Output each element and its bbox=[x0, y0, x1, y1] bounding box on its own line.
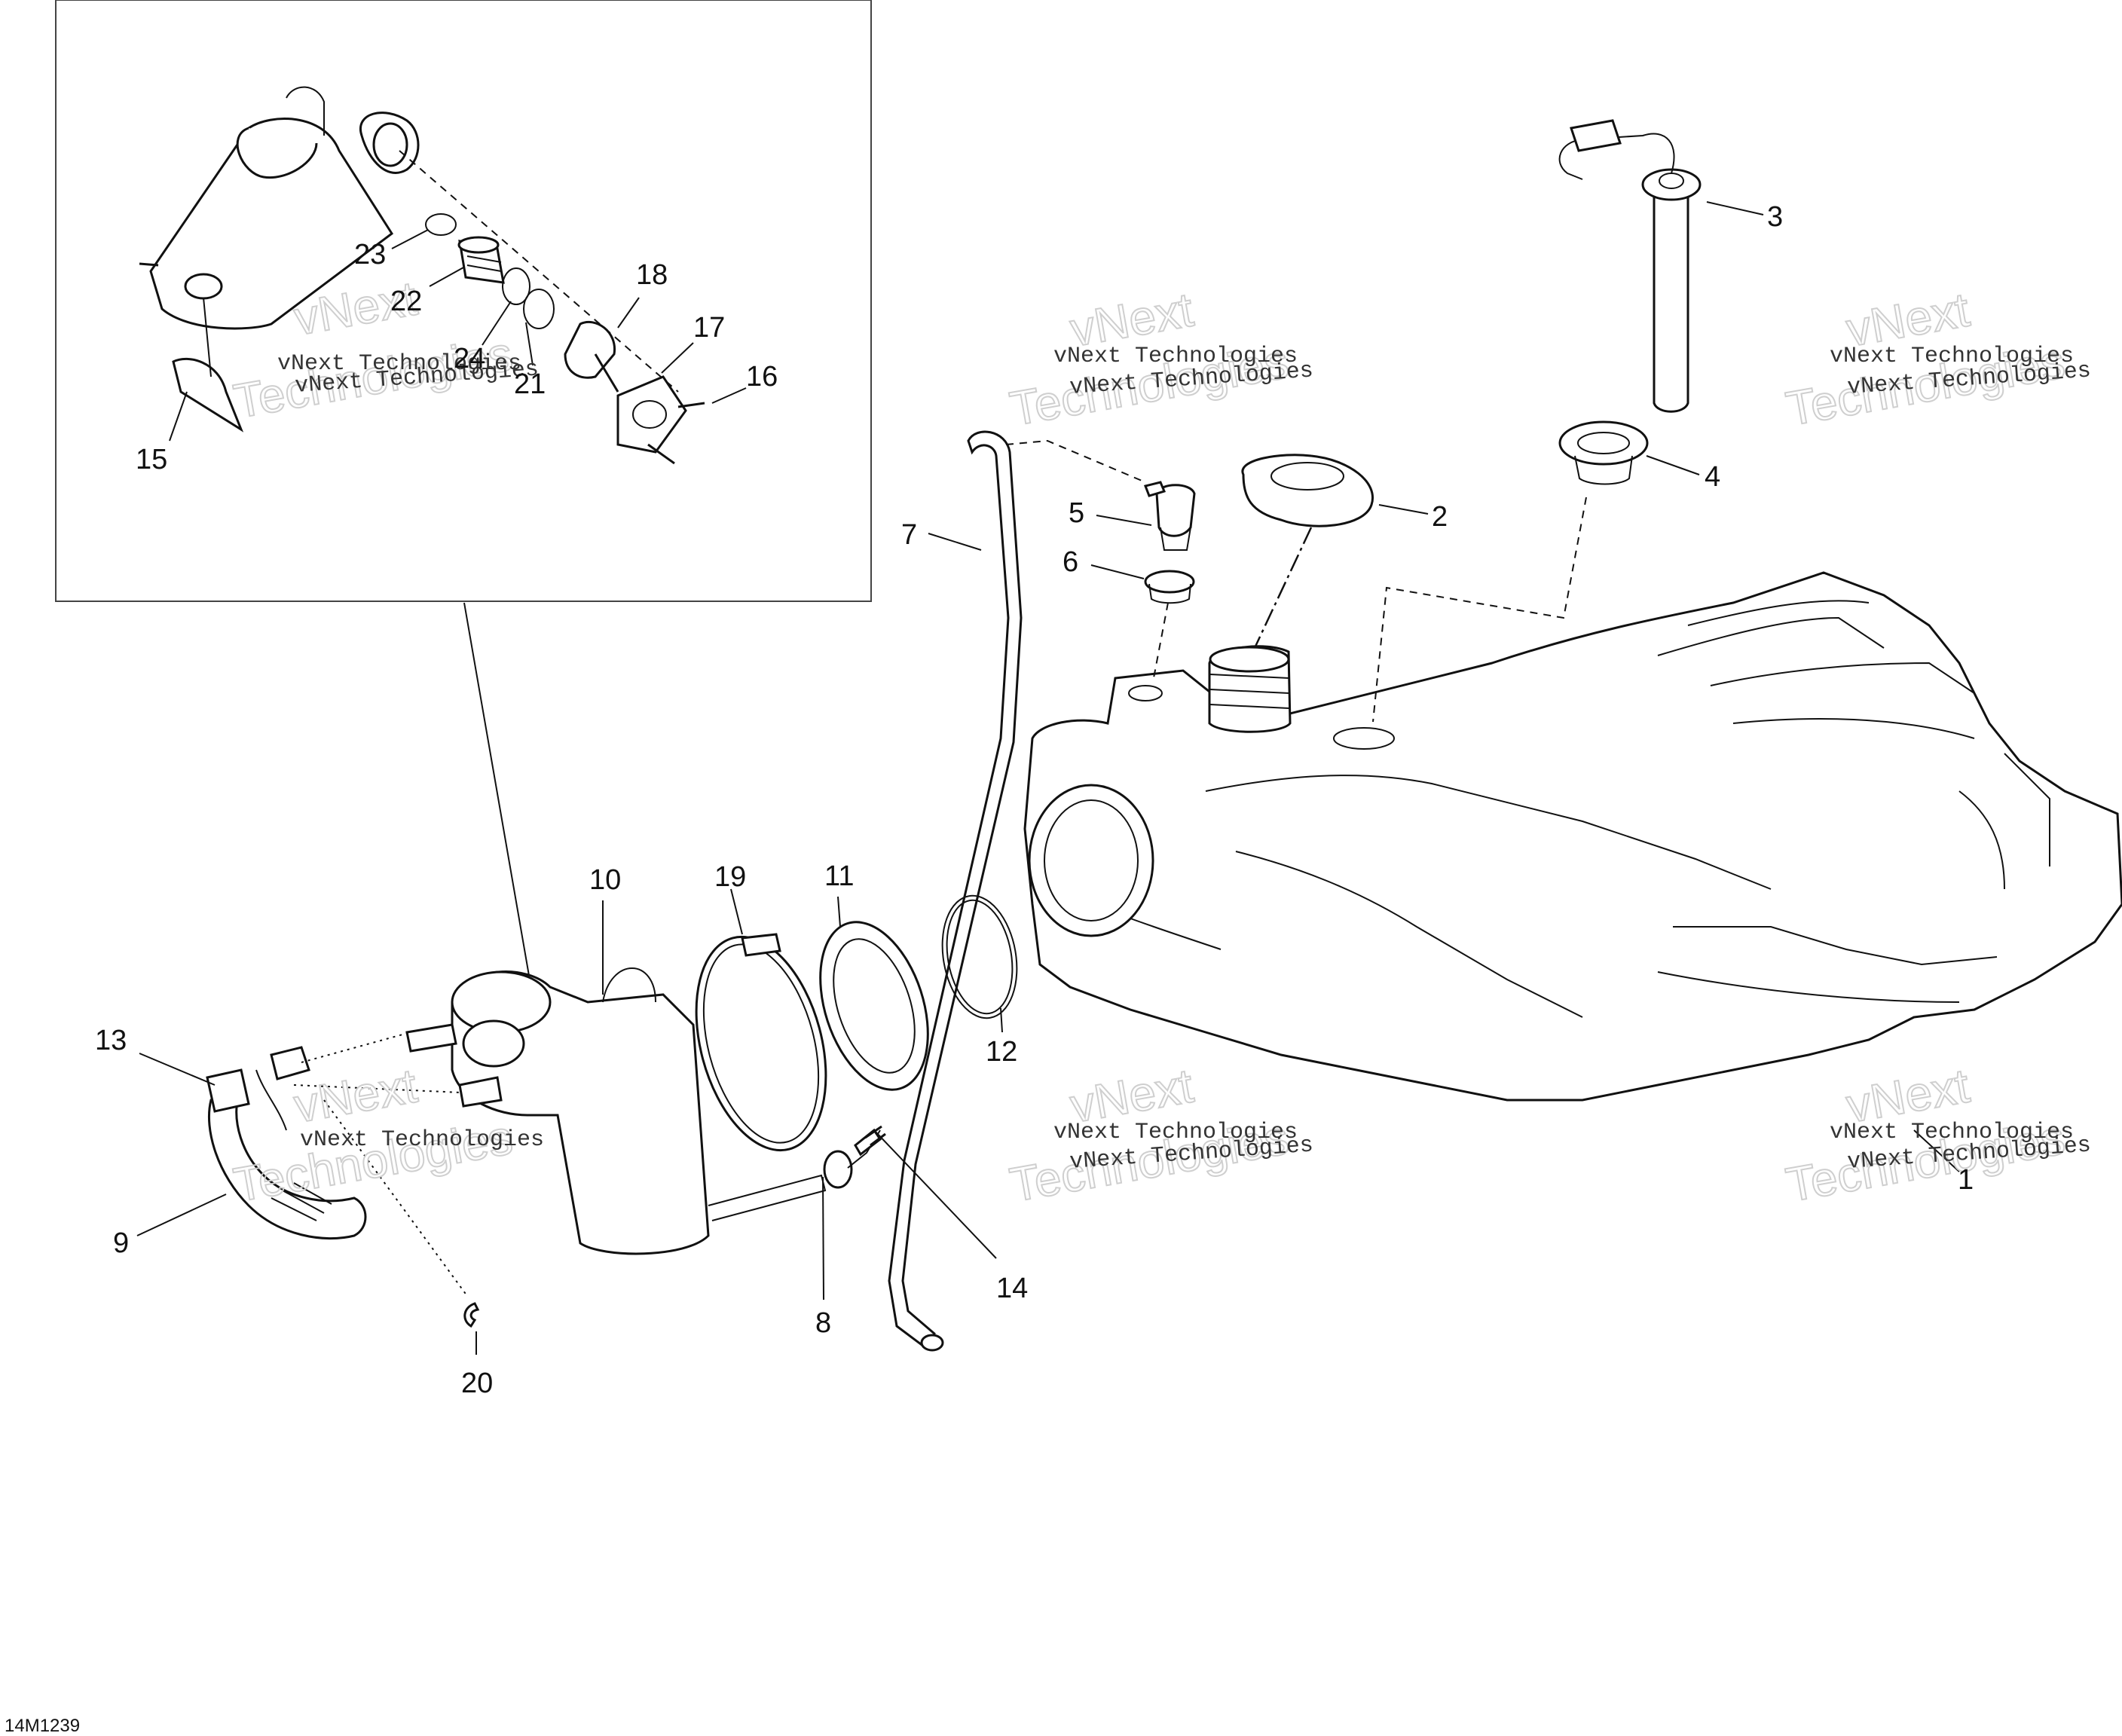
callout-21: 21 bbox=[514, 368, 546, 400]
watermark-line-2: vNext Technologies bbox=[1053, 344, 1298, 369]
part-3-fuel-level-sender bbox=[1558, 119, 1702, 413]
callout-4: 4 bbox=[1705, 461, 1720, 493]
callout-6: 6 bbox=[1063, 546, 1078, 578]
part-6-grommet bbox=[1144, 570, 1195, 604]
part-7-vent-hose bbox=[888, 430, 1023, 1351]
part-17-gasket-hole bbox=[632, 400, 667, 429]
watermark-line-4: vNext Technologies bbox=[300, 1127, 544, 1153]
callout-9: 9 bbox=[113, 1227, 129, 1259]
watermark-line-1: vNext Technologies bbox=[277, 351, 521, 377]
callout-3: 3 bbox=[1767, 201, 1783, 233]
callout-14: 14 bbox=[996, 1273, 1028, 1304]
callout-13: 13 bbox=[95, 1025, 127, 1056]
part-23-o-ring bbox=[425, 213, 457, 236]
part-20-clip bbox=[463, 1302, 480, 1328]
callout-17: 17 bbox=[693, 312, 725, 344]
callout-18: 18 bbox=[636, 259, 668, 291]
part-12-o-ring-inner bbox=[946, 899, 1014, 1015]
callout-labels: 1 2 3 4 5 6 7 8 9 10 11 12 13 14 15 16 1… bbox=[95, 201, 1974, 1399]
callout-10: 10 bbox=[589, 864, 621, 896]
part-7-hose-end bbox=[920, 1334, 944, 1352]
diagram-reference-code: 14M1239 bbox=[5, 1716, 80, 1736]
part-24-o-ring bbox=[502, 267, 530, 305]
part-11-lock-ring bbox=[819, 921, 929, 1091]
callout-23: 23 bbox=[354, 239, 386, 270]
vent-valve-axis bbox=[1152, 602, 1169, 683]
part-17-gasket-plate bbox=[616, 375, 687, 454]
watermark-line-3: vNext Technologies bbox=[1830, 344, 2074, 369]
leader-lines bbox=[136, 201, 1960, 1355]
part-15-pump-sender-body bbox=[139, 86, 394, 432]
part-10-fuel-pump-module bbox=[405, 967, 827, 1255]
callout-12: 12 bbox=[986, 1036, 1017, 1068]
watermark-line-5: vNext Technologies bbox=[1053, 1120, 1298, 1145]
part-12-o-ring bbox=[941, 894, 1018, 1019]
callout-1: 1 bbox=[1958, 1164, 1974, 1196]
part-1-fuel-tank bbox=[1023, 571, 2122, 1102]
part-9-fuel-hose bbox=[206, 1046, 367, 1240]
hose-to-pump-dotted-2 bbox=[293, 1084, 462, 1093]
part-14-spring bbox=[854, 1125, 886, 1157]
part-21-o-ring bbox=[523, 289, 555, 329]
callout-15: 15 bbox=[136, 444, 167, 475]
part-18-pump-flange bbox=[359, 112, 619, 393]
watermark-big-4b: Technologies bbox=[230, 1110, 516, 1212]
part-4-grommet bbox=[1558, 420, 1649, 485]
callout-20: 20 bbox=[461, 1368, 493, 1399]
vent-hose-routing bbox=[1005, 439, 1146, 483]
sender-assembly-axis bbox=[1372, 497, 1587, 723]
callout-8: 8 bbox=[815, 1307, 831, 1339]
fuel-pump-detail-inset bbox=[55, 0, 872, 602]
hose-to-pump-dotted-1 bbox=[301, 1032, 411, 1063]
detail-inset-connector-line bbox=[463, 602, 532, 989]
watermark-line-6: vNext Technologies bbox=[1830, 1120, 2074, 1145]
callout-2: 2 bbox=[1432, 501, 1448, 533]
part-16-screws bbox=[647, 402, 705, 465]
callout-5: 5 bbox=[1069, 497, 1084, 529]
part-8-check-valve bbox=[823, 1129, 881, 1189]
part-2-fuel-cap bbox=[1241, 454, 1374, 527]
callout-11: 11 bbox=[824, 860, 854, 892]
callout-7: 7 bbox=[901, 519, 917, 551]
part-19-hose-clamp bbox=[695, 933, 827, 1152]
part-5-vent-valve bbox=[1143, 481, 1196, 551]
callout-16: 16 bbox=[746, 361, 778, 393]
callout-22: 22 bbox=[390, 286, 422, 317]
inset-assembly-axis bbox=[399, 150, 679, 393]
callout-24: 24 bbox=[454, 343, 485, 374]
part-22-filter bbox=[457, 236, 505, 284]
callout-19: 19 bbox=[714, 861, 746, 893]
cap-assembly-axis bbox=[1253, 527, 1313, 649]
